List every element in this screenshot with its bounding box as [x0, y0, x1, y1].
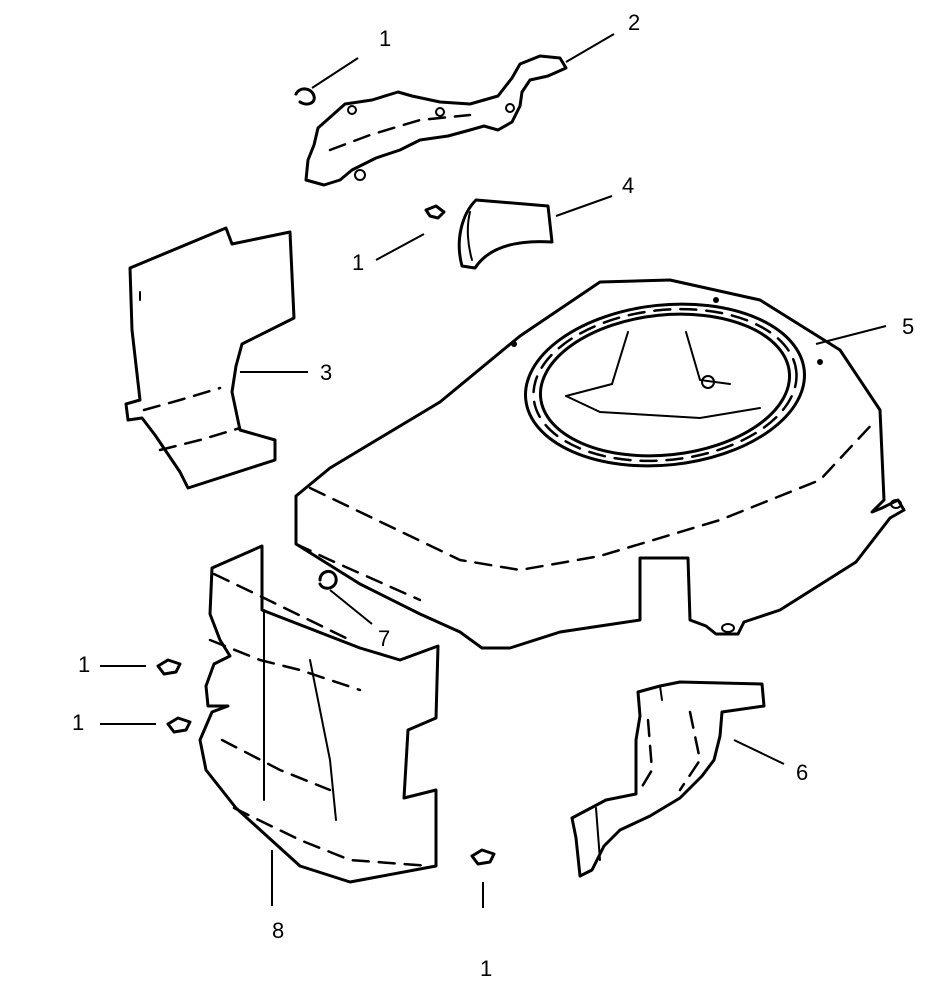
callout-7: 7: [378, 626, 390, 651]
callout-8: 8: [272, 918, 284, 943]
callout-5: 5: [902, 314, 914, 339]
leader-lines: [100, 33, 887, 908]
callout-1-upper-left: 1: [78, 652, 90, 677]
part-4-deflector: [457, 198, 554, 270]
clip-1b: [424, 204, 446, 220]
callout-1-bottom: 1: [480, 956, 492, 981]
callout-1-top: 1: [379, 26, 391, 51]
part-8-lower-shroud: [198, 544, 440, 884]
callout-1-lower-left: 1: [72, 710, 84, 735]
clip-1d: [166, 716, 192, 734]
callout-6: 6: [796, 760, 808, 785]
callout-3: 3: [320, 360, 332, 385]
part-3-side-baffle: [124, 226, 296, 490]
clip-1c: [156, 658, 182, 676]
callout-4: 4: [622, 173, 634, 198]
clip-1a: [294, 87, 316, 106]
callout-1-left-of-4: 1: [352, 250, 364, 275]
part-5-blower-housing: [294, 278, 906, 650]
part-2-upper-baffle: [304, 54, 568, 187]
clip-1e: [470, 848, 496, 866]
callout-2: 2: [628, 10, 640, 35]
part-7-clip: [318, 570, 338, 590]
part-6-lower-baffle: [570, 680, 766, 878]
